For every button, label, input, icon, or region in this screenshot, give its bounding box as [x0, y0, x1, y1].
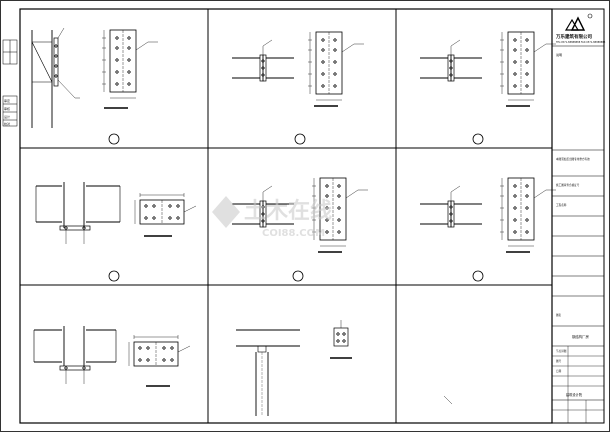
notes-label: 说明	[556, 52, 562, 57]
company-info: TEL:0571-88888888 FAX:0571-88888888	[556, 41, 606, 44]
sheet-no-label: 图号	[556, 359, 562, 363]
left-label-1: 审定	[4, 98, 10, 103]
panel-1-detail	[31, 27, 158, 145]
date-label: 日期	[556, 369, 562, 373]
panel-7-detail	[33, 326, 191, 387]
panel-2-detail	[232, 32, 364, 145]
company-logo	[564, 13, 593, 31]
panel-4-detail	[35, 182, 197, 282]
project-label-2: 图名	[556, 313, 562, 317]
panel-6-detail	[420, 178, 556, 282]
left-label-3: 设计	[4, 114, 10, 119]
left-label-2: 审核	[4, 106, 10, 111]
bottom-title: 建筑设计院	[566, 392, 583, 397]
seal-note: 本图须加盖出图专用章方有效	[556, 157, 590, 161]
watermark-en: COI88.COM	[262, 228, 325, 239]
project-name: 钢结构厂房	[572, 334, 590, 339]
drawing-title: 节点详图	[556, 349, 567, 353]
panel-5-detail	[232, 178, 368, 282]
panel-3-detail	[420, 32, 556, 145]
left-label-4: 校对	[4, 121, 10, 126]
watermark: 土木在线 COI88.COM	[212, 196, 332, 239]
approval-note: 施工图审查合格证号	[556, 183, 580, 187]
left-margin-strip: 审定 审核 设计 校对	[2, 39, 18, 127]
title-block	[551, 8, 605, 424]
panel-8-detail	[236, 320, 352, 416]
project-label: 工程名称	[556, 203, 567, 207]
panel-9-detail	[443, 395, 453, 405]
company-name: 万乐建筑有限公司	[555, 33, 592, 40]
watermark-cn: 土木在线	[244, 198, 332, 224]
